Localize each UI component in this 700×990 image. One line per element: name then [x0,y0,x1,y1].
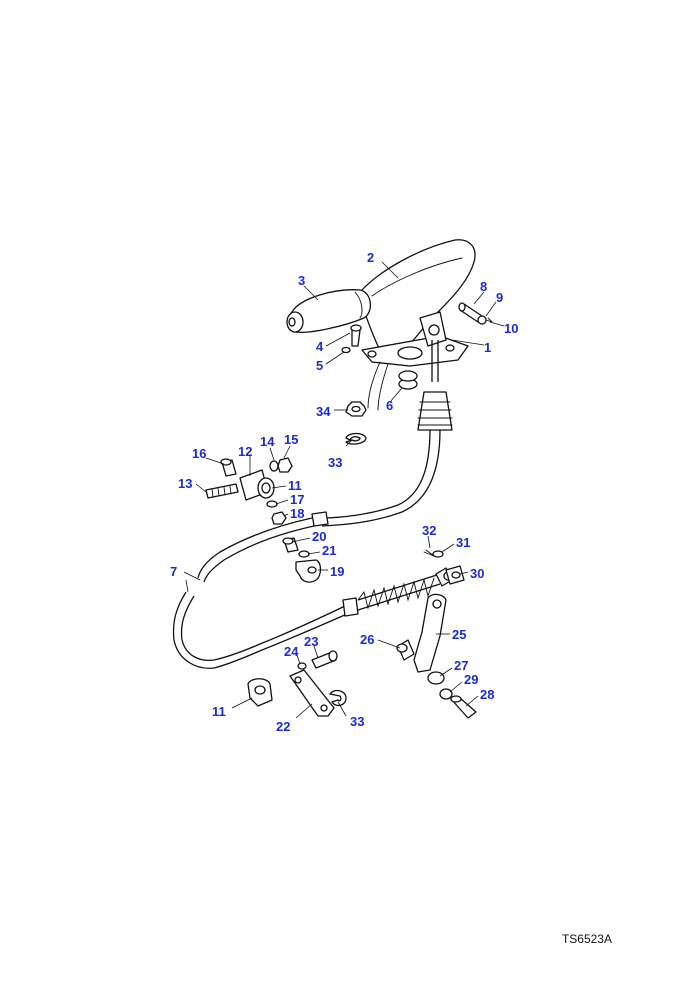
callout-6: 6 [386,398,393,413]
callout-11-upper: 11 [288,478,302,493]
cable-bracket-assembly [205,457,293,525]
callouts: 1 2 3 4 5 6 7 8 9 10 11 11 12 13 14 15 1… [170,250,518,734]
callout-12: 12 [238,444,252,459]
callout-11-lower: 11 [212,704,226,719]
pin-washer [477,315,487,325]
washer-29 [439,688,453,700]
callout-30: 30 [470,566,484,581]
lever-linkage [396,549,477,719]
callout-14: 14 [260,434,275,449]
nut-and-clip [345,401,367,445]
p-clip-assembly [282,537,322,583]
callout-20: 20 [312,529,326,544]
callout-23: 23 [304,634,318,649]
callout-15: 15 [284,432,298,447]
callout-13: 13 [178,476,192,491]
callout-27: 27 [454,658,468,673]
callout-1: 1 [484,340,491,355]
bolt-washer [341,346,351,354]
callout-28: 28 [480,687,494,702]
mounting-bolt [351,329,361,347]
cable-boot [417,391,453,431]
callout-33-upper: 33 [328,455,342,470]
callout-33-lower: 33 [350,714,364,729]
split-pin [485,317,493,323]
washer-14 [269,460,279,472]
callout-31: 31 [456,535,470,550]
callout-21: 21 [322,543,336,558]
cable-sleeve [311,511,329,527]
split-pin-32 [423,549,435,557]
lever-arm-25 [413,593,447,673]
callout-29: 29 [464,672,478,687]
callout-25: 25 [452,627,466,642]
handbrake-cable [172,429,453,669]
callout-16: 16 [192,446,206,461]
callout-9: 9 [496,290,503,305]
callout-7: 7 [170,564,177,579]
washer-21 [298,550,310,558]
nut-18 [271,511,287,525]
return-spring [357,577,435,610]
callout-34: 34 [316,404,331,419]
callout-32: 32 [422,523,436,538]
callout-26: 26 [360,632,374,647]
c-clip-lower [329,689,347,707]
callout-4: 4 [316,339,324,354]
callout-24: 24 [284,644,299,659]
lever-body [359,239,476,351]
washer-31 [432,550,444,558]
leader-lines [183,261,505,719]
ratchet-wheel [397,346,423,360]
nut-15 [277,457,293,473]
callout-3: 3 [298,273,305,288]
callout-18: 18 [290,506,304,521]
washer-17 [266,500,278,508]
callout-17: 17 [290,492,304,507]
figure-reference-code: TS6523A [561,932,612,946]
lever-assembly [286,239,493,431]
bush-27 [427,671,445,685]
washer-24 [297,662,307,670]
callout-10: 10 [504,321,518,336]
bracket-bolt [205,483,239,499]
callout-5: 5 [316,358,323,373]
callout-19: 19 [330,564,344,579]
callout-8: 8 [480,279,487,294]
lower-bracket-assembly [247,650,347,717]
callout-22: 22 [276,719,290,734]
callout-2: 2 [367,250,374,265]
